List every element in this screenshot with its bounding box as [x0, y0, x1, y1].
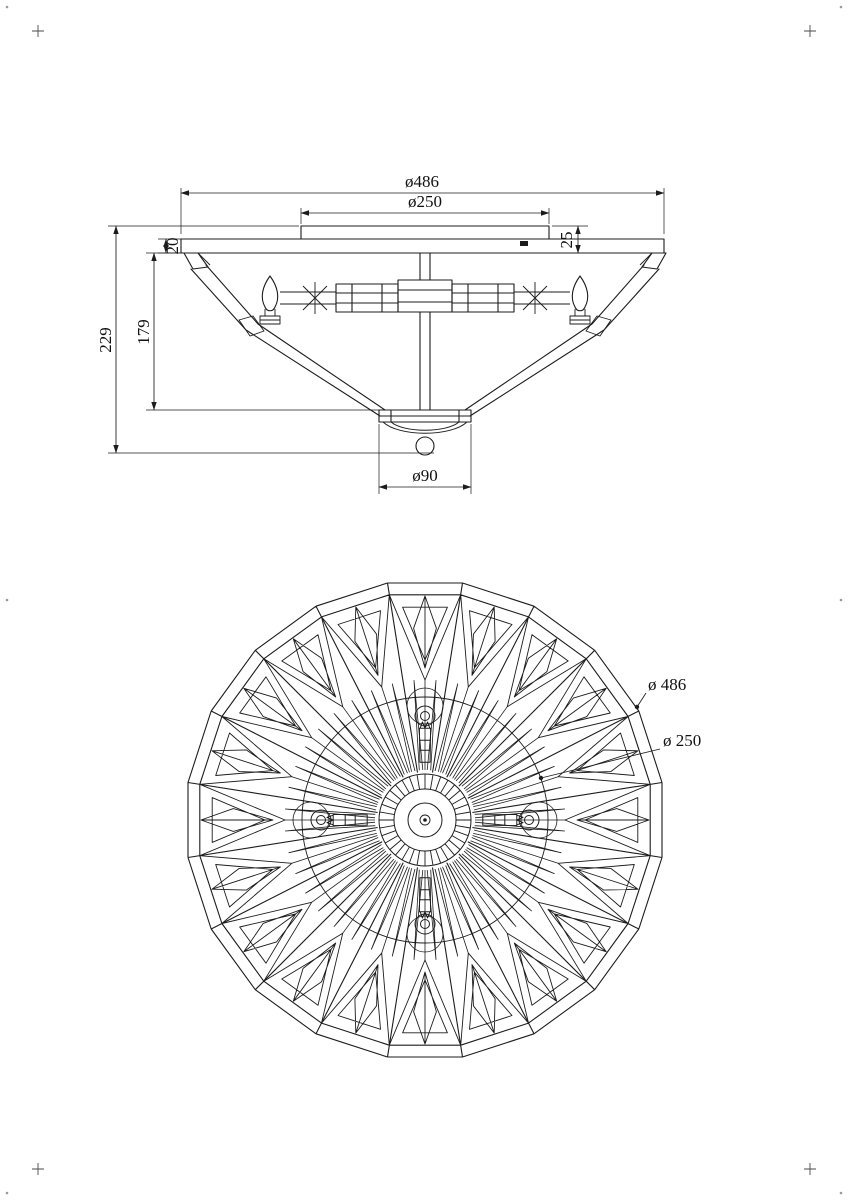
- hub-inner-circle: [393, 788, 457, 852]
- hub-center-dot: [423, 818, 427, 822]
- dim-total-height-label: 229: [96, 327, 115, 353]
- dim-finial-diameter: ø90: [378, 424, 472, 494]
- corner-cross-icon: [804, 25, 816, 37]
- shade-slope-inner: [205, 264, 386, 411]
- dim-outer-diameter: ø486: [180, 172, 665, 234]
- dim-canopy-diameter: ø250: [300, 192, 550, 224]
- lamp-glass-outline: [406, 687, 444, 725]
- edge-dot-icon: [839, 598, 843, 602]
- mounting-screw: [520, 241, 528, 246]
- edge-dot-icon: [5, 5, 9, 9]
- arm-block: [335, 283, 399, 313]
- lamp-bulb-center: [316, 815, 326, 825]
- edge-dot-icon: [839, 1191, 843, 1195]
- lamp-glass-outline: [520, 801, 558, 839]
- dim-canopy-height-label: 25: [557, 232, 576, 249]
- side-view-left-half: [183, 252, 399, 417]
- lamp-bulb-outline: [310, 809, 332, 831]
- corner-cross-icon: [32, 25, 44, 37]
- crystal-clip-icon: [302, 282, 328, 314]
- dim-canopy-diameter-label: ø250: [408, 192, 442, 211]
- lamp-glass-outline: [292, 801, 330, 839]
- center-stem: [419, 252, 431, 411]
- bottom-dish: [382, 421, 468, 434]
- dim-finial-diameter-label: ø90: [412, 466, 438, 485]
- edge-dot-icon: [839, 5, 843, 9]
- dim-plan-outer-diameter: ø 486: [634, 675, 686, 710]
- hub-outer-circle: [378, 773, 472, 867]
- lamp-bulb-center: [420, 919, 430, 929]
- dim-body-height-label: 179: [134, 319, 153, 345]
- center-hub-block: [397, 279, 453, 313]
- ceiling-plate: [180, 238, 665, 254]
- lamp-bulb-center: [420, 711, 430, 721]
- candle-socket-cup: [259, 315, 281, 325]
- dim-plate-thickness-label: 20: [163, 238, 182, 255]
- leader-line: [636, 692, 647, 708]
- bottom-ring: [378, 409, 472, 423]
- sunburst-spikes: [285, 680, 565, 960]
- plan-dimensions: ø 486 ø 250: [538, 675, 701, 781]
- inner-diameter-circle: [301, 696, 549, 944]
- rim-facet: [183, 252, 209, 270]
- slope-facet-diamond: [238, 315, 265, 337]
- hub-ticks: [379, 774, 471, 866]
- hub-center-circle: [419, 814, 431, 826]
- lamp-bulb-center: [524, 815, 534, 825]
- dim-canopy-height: 25: [552, 225, 588, 254]
- canopy: [300, 225, 550, 240]
- lamp-bulb-outline: [414, 913, 436, 935]
- extension-lines: [378, 424, 472, 494]
- side-view: ø486 ø250 25 20 179 229: [96, 172, 667, 494]
- extension-lines: [108, 225, 434, 454]
- plan-view: ø 486 ø 250: [187, 582, 701, 1058]
- side-view-right-half: [451, 252, 667, 417]
- lamp-bulb-outline: [518, 809, 540, 831]
- candle-bulb: [261, 275, 279, 312]
- lamp-glass-outline: [406, 915, 444, 953]
- plan-pattern: [187, 582, 663, 1058]
- finial-ball: [415, 436, 435, 456]
- outer-rim-and-spokes: [187, 582, 663, 1058]
- dim-body-height: 179: [134, 252, 379, 411]
- arm-tube-lines: [280, 291, 336, 305]
- hub-core-circle: [407, 802, 443, 838]
- dim-plan-inner-diameter-label: ø 250: [663, 731, 701, 750]
- corner-cross-icon: [32, 1163, 44, 1175]
- bulb-base-lines: [264, 309, 276, 316]
- corner-cross-icon: [804, 1163, 816, 1175]
- registration-marks: [5, 5, 843, 1195]
- leader-line: [540, 748, 661, 779]
- lamp-bulb-outline: [414, 705, 436, 727]
- dim-plan-outer-diameter-label: ø 486: [648, 675, 686, 694]
- dim-plate-thickness: 20: [158, 238, 182, 255]
- leader-dot-icon: [634, 704, 640, 710]
- edge-dot-icon: [5, 598, 9, 602]
- leader-dot-icon: [538, 775, 544, 781]
- edge-dot-icon: [5, 1191, 9, 1195]
- dim-outer-diameter-label: ø486: [405, 172, 439, 191]
- rim-facet-line: [197, 252, 211, 266]
- dim-plan-inner-diameter: ø 250: [538, 731, 701, 781]
- facet-triangles: [199, 594, 651, 1046]
- lamp-sockets: [326, 721, 524, 919]
- dim-total-height: 229: [96, 225, 434, 454]
